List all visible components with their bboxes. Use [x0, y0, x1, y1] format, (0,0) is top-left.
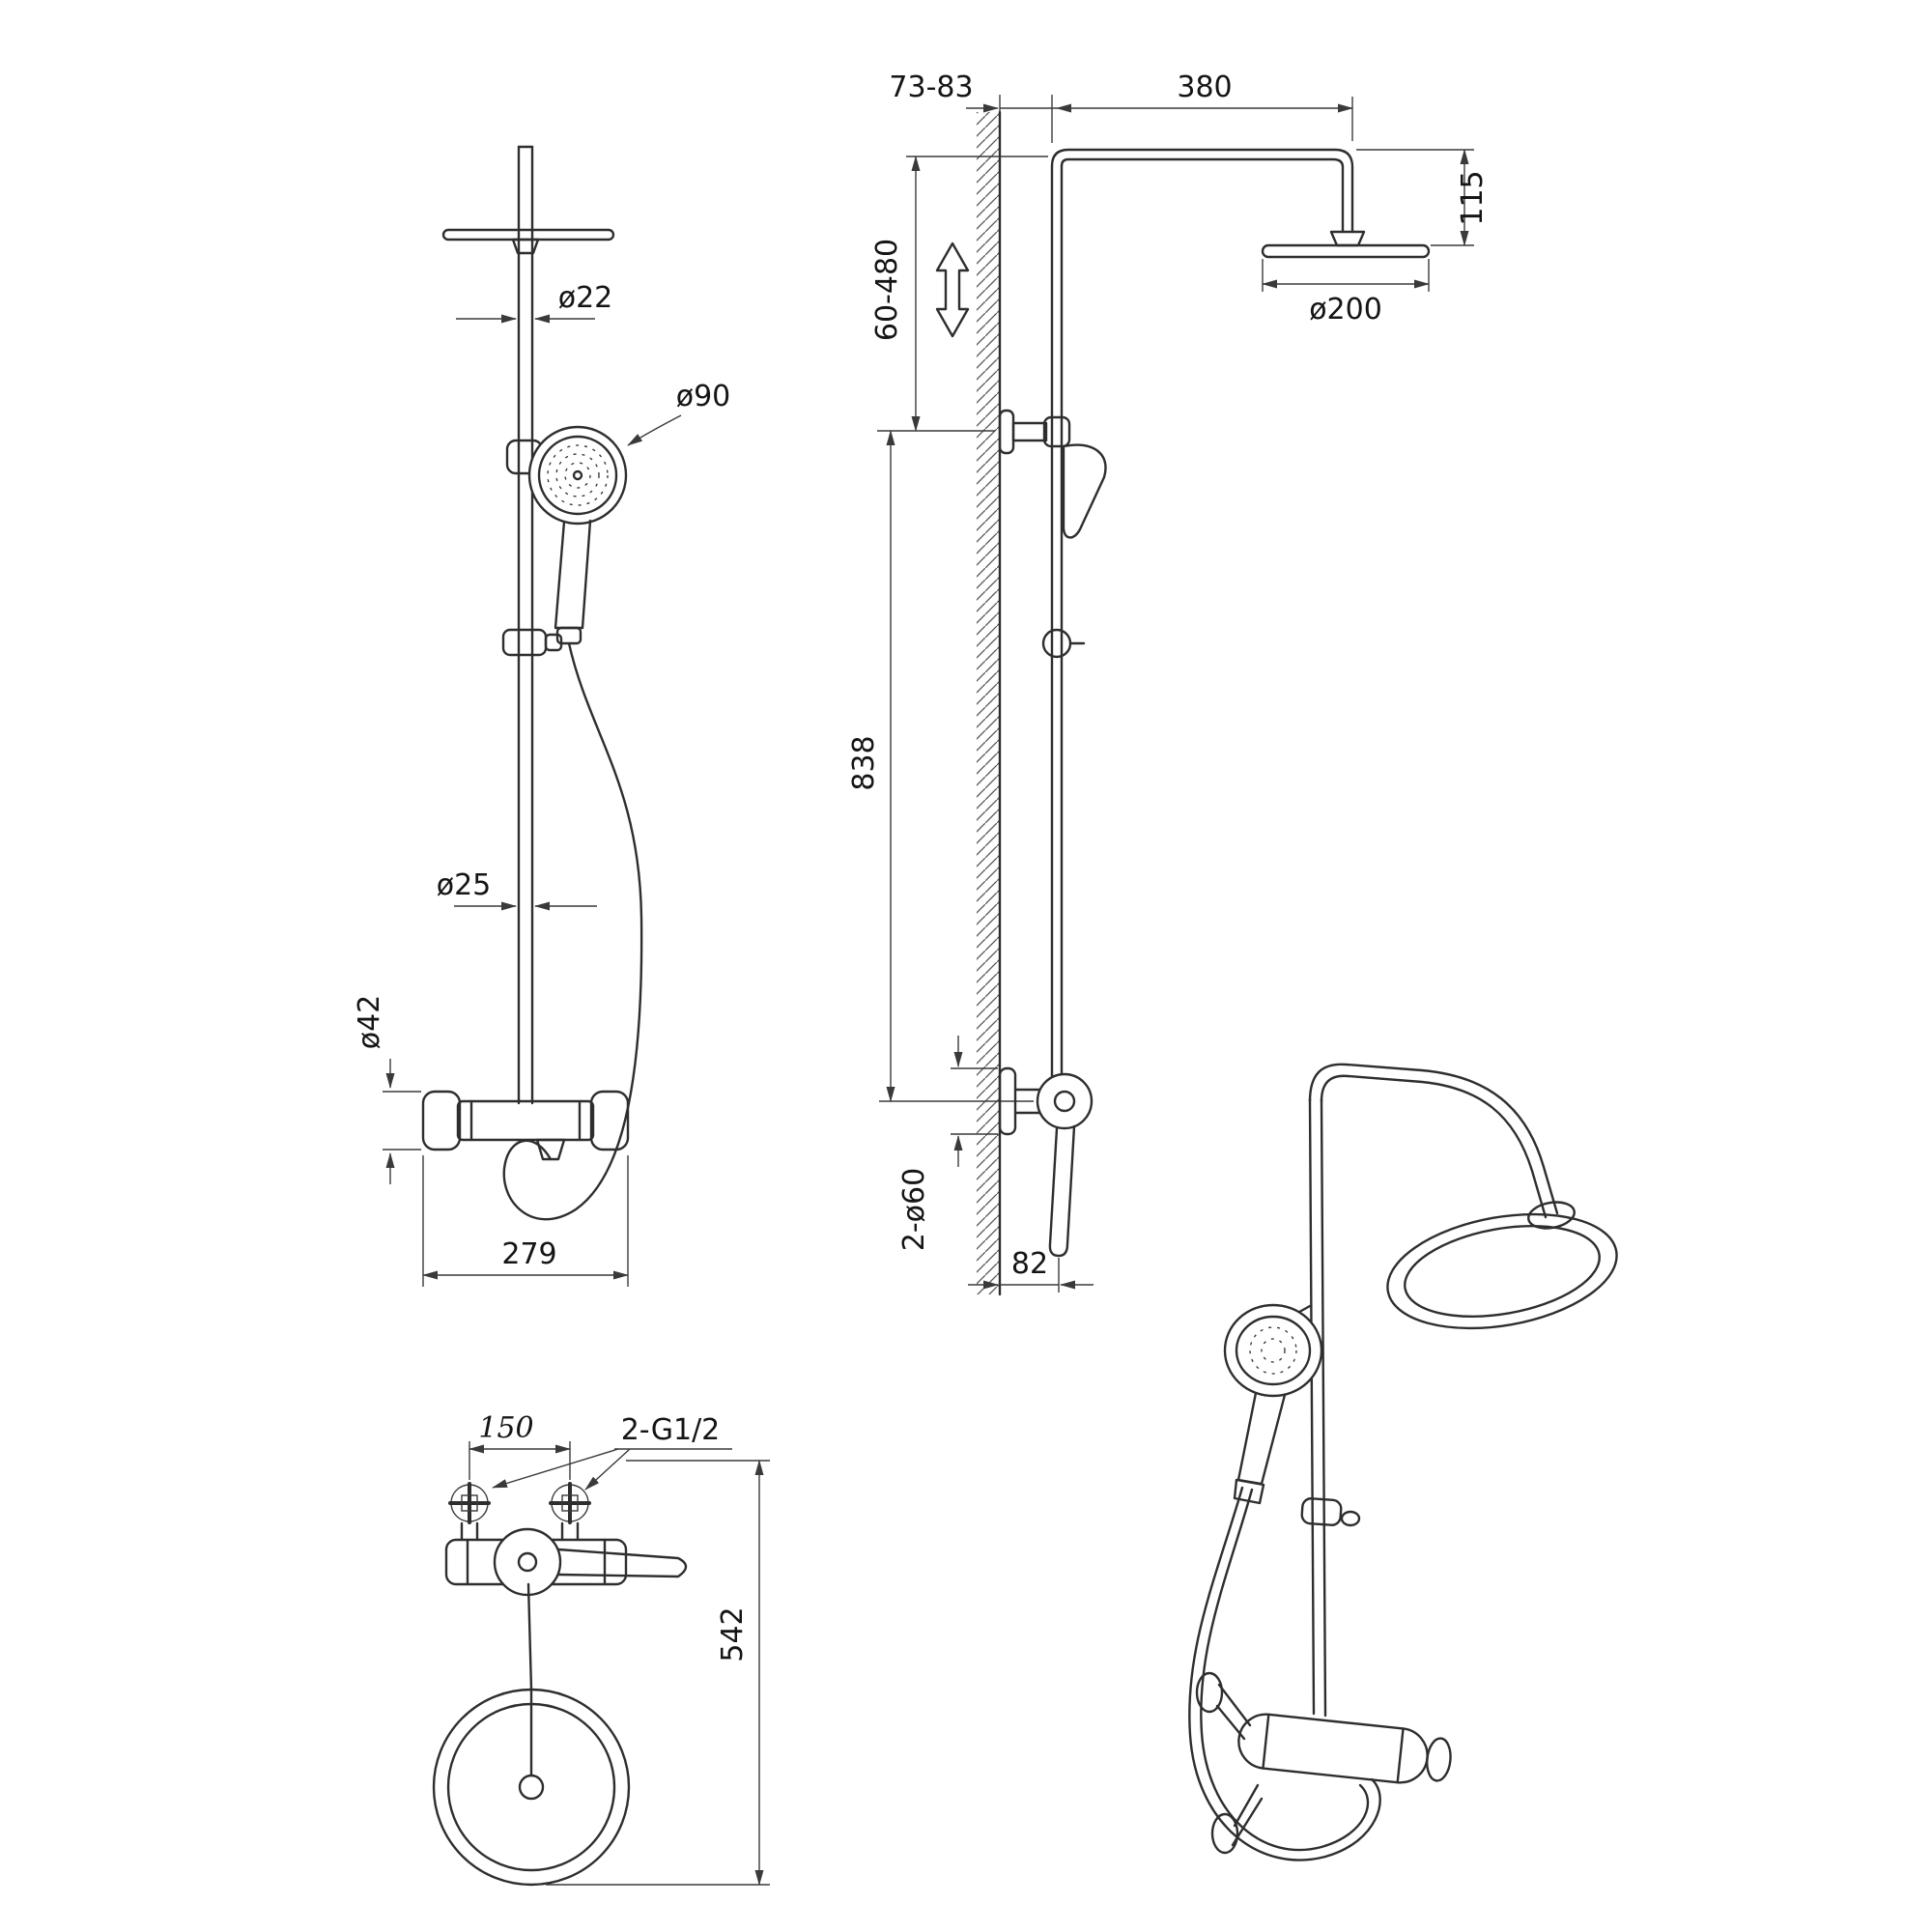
front-riser-pipe	[517, 145, 534, 1105]
dim-label-valve-offset: 82	[1011, 1247, 1048, 1281]
side-shower-arm	[1050, 148, 1366, 247]
dim-label-wall-gap: 73-83	[889, 71, 973, 104]
side-riser-pipe	[1050, 164, 1064, 1082]
dim-label-inlet-spacing: 150	[478, 1411, 533, 1445]
top-inlet-unions	[448, 1482, 591, 1542]
dim-label-slide-range: 60-480	[870, 239, 904, 341]
dim-label-flange-dia: 2-ø60	[897, 1168, 931, 1251]
dim-label-head-dia: ø200	[1309, 293, 1382, 327]
front-dim-valve-diameter: ø42	[353, 995, 421, 1184]
persp-mixer-valve	[1195, 1671, 1452, 1855]
top-dim-inlet-spacing: 150	[469, 1411, 571, 1480]
side-dim-head-diameter: ø200	[1262, 259, 1430, 327]
dim-label-depth: 542	[716, 1606, 750, 1662]
top-dim-depth: 542	[546, 1460, 770, 1886]
side-dim-flange-diameter: 2-ø60	[897, 1036, 998, 1251]
front-dim-valve-width: 279	[422, 1155, 629, 1287]
front-dim-pipe-diameter: ø22	[456, 281, 613, 324]
front-view: ø22 ø90 ø25	[353, 145, 731, 1287]
dim-label-valve-width: 279	[501, 1237, 556, 1271]
top-view: 150 2-G1/2	[432, 1411, 770, 1887]
side-dim-valve-offset: 82	[968, 1247, 1094, 1293]
persp-wall-flange-bottom	[1210, 1812, 1239, 1855]
persp-rain-head	[1386, 1201, 1618, 1330]
dim-label-head-drop: 115	[1456, 170, 1490, 225]
persp-hand-shower	[1223, 1303, 1323, 1505]
side-mixer-valve	[998, 1066, 1094, 1258]
side-dim-arm-reach: 380	[1056, 71, 1353, 141]
dim-label-bar-height: 838	[847, 735, 881, 790]
dim-label-valve-dia: ø42	[353, 995, 386, 1050]
persp-shower-hose	[1188, 1486, 1381, 1861]
side-wall-section	[977, 110, 1002, 1296]
front-rain-head	[441, 228, 615, 255]
height-adjust-arrow-icon	[935, 242, 970, 338]
dim-label-arm-reach: 380	[1177, 71, 1232, 104]
dim-label-thread: 2-G1/2	[621, 1413, 721, 1447]
dim-label-handshower-dia: ø90	[676, 380, 731, 413]
top-dim-thread: 2-G1/2	[492, 1413, 732, 1491]
side-dim-slide-range: 60-480	[870, 156, 1048, 432]
front-hand-shower	[505, 425, 628, 645]
front-dim-handshower-diameter: ø90	[627, 380, 731, 446]
side-dim-wall-gap: 73-83	[889, 71, 1057, 143]
side-wall-bracket	[998, 409, 1071, 455]
perspective-view	[1188, 1063, 1618, 1861]
top-rain-head	[432, 1582, 631, 1887]
side-dim-bar-height: 838	[847, 430, 1034, 1102]
side-dim-head-drop: 115	[1356, 149, 1490, 246]
persp-wall-flange-top	[1195, 1671, 1224, 1714]
persp-shower-arm	[1308, 1063, 1559, 1219]
persp-riser-pipe	[1308, 1097, 1327, 1718]
front-dim-riser-diameter: ø25	[437, 868, 597, 911]
dim-label-riser-dia: ø25	[437, 868, 492, 902]
dim-label-pipe-dia: ø22	[558, 281, 613, 315]
side-hand-shower	[1062, 443, 1107, 539]
top-mixer-body	[444, 1527, 688, 1597]
front-mixer-valve	[421, 1090, 630, 1161]
side-view: 73-83 380 115 ø200 60-480	[847, 71, 1490, 1296]
side-slider-clamp	[1041, 628, 1086, 659]
persp-slider-clamp	[1300, 1497, 1361, 1527]
front-slider-clamp	[501, 628, 563, 657]
front-shower-hose	[502, 641, 643, 1221]
side-rain-head	[1261, 243, 1431, 259]
